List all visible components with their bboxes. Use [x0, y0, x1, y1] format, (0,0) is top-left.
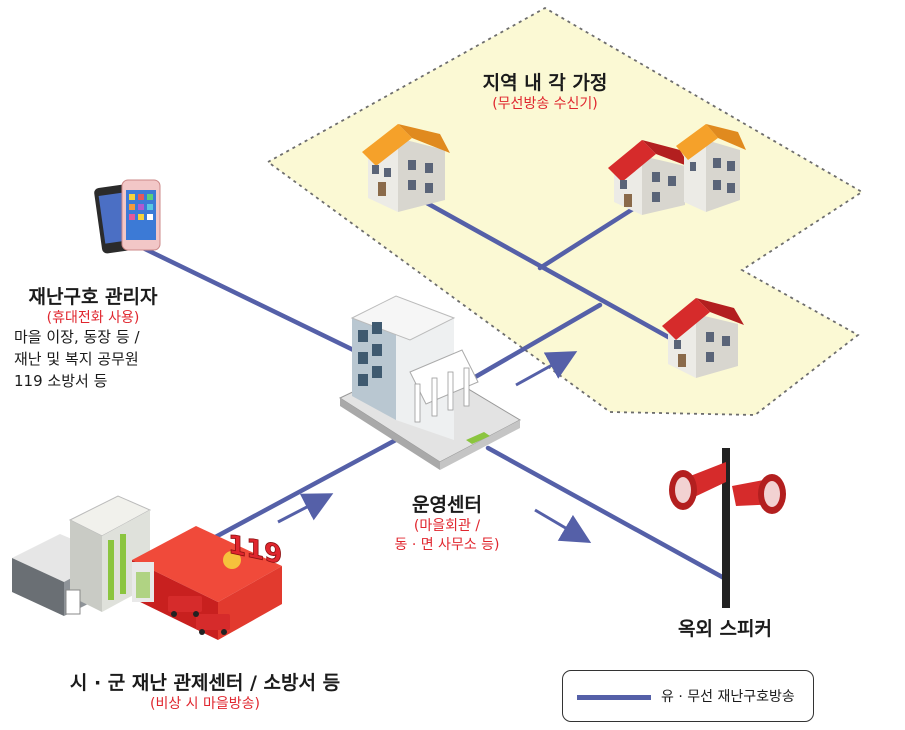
center-label: 운영센터 (마을회관 / 동 · 면 사무소 등)	[372, 490, 522, 555]
line-center-speaker	[485, 445, 727, 581]
house-red-icon	[608, 140, 690, 215]
smartphone-icon	[94, 179, 161, 254]
control-label: 시 · 군 재난 관제센터 / 소방서 등 (비상 시 마을방송)	[40, 668, 370, 714]
arrow-control	[277, 493, 334, 524]
control-center-building-icon	[12, 495, 152, 616]
manager-line: 119 소방서 등	[14, 372, 108, 390]
center-subtitle-line: (마을회관 /	[413, 518, 481, 534]
speaker-label: 옥외 스피커	[660, 614, 790, 641]
house-red-2-icon	[662, 298, 744, 378]
outdoor-speaker-icon	[669, 448, 786, 608]
house-orange-2-icon	[676, 124, 746, 212]
line-control-center	[192, 432, 408, 551]
line-center-main	[467, 302, 603, 383]
fire-truck-icon	[168, 596, 230, 630]
manager-description: 마을 이장, 동장 등 / 재난 및 복지 공무원 119 소방서 등	[14, 326, 184, 392]
manager-label: 재난구호 관리자 (휴대전화 사용)	[8, 282, 178, 328]
center-title: 운영센터	[412, 494, 482, 516]
manager-title: 재난구호 관리자	[28, 286, 158, 308]
fire-station-icon	[132, 526, 282, 640]
speaker-title: 옥외 스피커	[677, 618, 772, 640]
house-orange-icon	[362, 124, 450, 212]
flow-arrows	[277, 351, 592, 544]
line-branch	[537, 204, 639, 271]
arrow-speaker	[534, 508, 592, 544]
operation-center-building-icon	[338, 295, 522, 470]
control-subtitle: (비상 시 마을방송)	[150, 696, 260, 712]
manager-line: 재난 및 복지 공무원	[14, 350, 139, 368]
legend-line-swatch	[577, 695, 651, 700]
manager-subtitle: (휴대전화 사용)	[46, 310, 140, 326]
center-subtitle-line: 동 · 면 사무소 등)	[394, 537, 500, 553]
line-trunk	[422, 199, 673, 341]
homes-subtitle: (무선방송 수신기)	[492, 96, 598, 112]
homes-title: 지역 내 각 가정	[482, 72, 608, 94]
legend: 유 · 무선 재난구호방송	[562, 670, 814, 722]
homes-label: 지역 내 각 가정 (무선방송 수신기)	[470, 68, 620, 114]
control-title: 시 · 군 재난 관제센터 / 소방서 등	[69, 672, 341, 694]
legend-label: 유 · 무선 재난구호방송	[661, 689, 795, 705]
manager-line: 마을 이장, 동장 등 /	[14, 328, 140, 346]
arrow-homes	[515, 351, 578, 387]
